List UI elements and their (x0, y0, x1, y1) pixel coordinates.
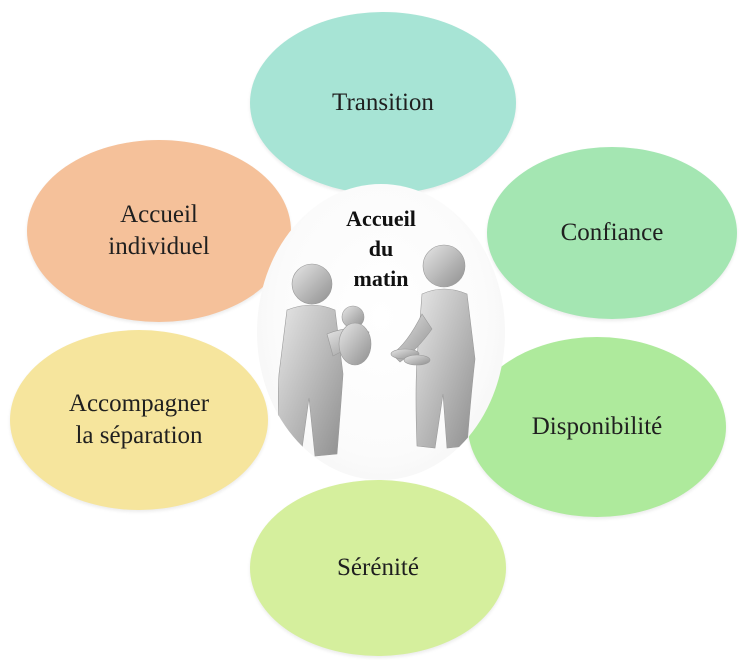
center-title: Accueil du matin (346, 206, 416, 291)
center-circle: Accueil du matin (257, 184, 505, 480)
node-disponibilite: Disponibilité (468, 337, 726, 517)
node-transition: Transition (250, 12, 516, 194)
node-disponibilite-label: Disponibilité (531, 413, 663, 440)
node-accueil-individuel-label: Accueil individuel (108, 201, 210, 260)
node-accueil-individuel: Accueil individuel (27, 140, 291, 322)
node-transition-label: Transition (332, 89, 434, 116)
node-confiance: Confiance (487, 147, 737, 319)
node-serenite: Sérénité (250, 480, 506, 656)
node-confiance-label: Confiance (560, 219, 664, 246)
node-accompagner-la-separation: Accompagner la séparation (10, 330, 268, 510)
node-serenite-label: Sérénité (337, 554, 419, 581)
node-accompagner-label: Accompagner la séparation (68, 390, 210, 449)
figures-illustration (278, 244, 476, 457)
